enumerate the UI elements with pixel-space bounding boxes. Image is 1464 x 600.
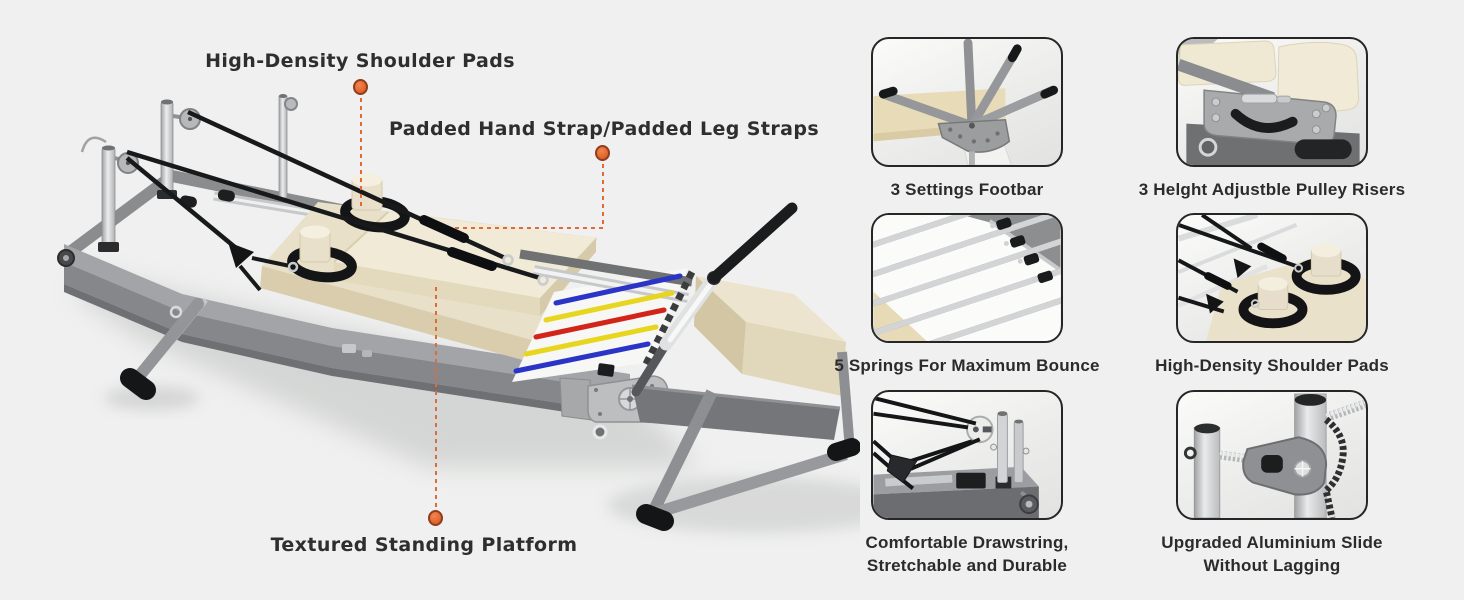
aluminium-slide-thumbnail-image <box>1176 390 1368 520</box>
foot-end-legs <box>636 351 860 531</box>
product-hero: High-Density Shoulder Pads Padded Hand S… <box>57 50 860 556</box>
strap-buckle <box>228 242 254 268</box>
callout-dot <box>428 510 443 526</box>
feature-card-springs: 5 Springs For Maximum Bounce <box>817 213 1117 377</box>
callout-line <box>360 98 362 210</box>
feature-caption: 3 Helght Adjustble Pulley Risers <box>1138 180 1406 199</box>
callout-line <box>435 287 437 508</box>
spring-1 <box>553 273 683 306</box>
feature-caption: 5 Springs For Maximum Bounce <box>834 356 1100 375</box>
feature-caption: Comfortable Drawstring, Stretchable and … <box>865 533 1069 575</box>
callout-dot <box>353 79 368 95</box>
callout-shoulder-pads-label: High-Density Shoulder Pads <box>205 50 515 72</box>
standing-platform <box>631 276 846 440</box>
callout-line <box>455 227 604 229</box>
feature-card-aluminium-slide: Upgraded Aluminium Slide Without Lagging <box>1122 390 1422 577</box>
feature-card-shoulder-pads: High-Density Shoulder Pads <box>1122 213 1422 377</box>
footbar-thumbnail-image <box>871 37 1063 167</box>
pilates-reformer-image <box>57 94 860 533</box>
hand-straps <box>125 109 549 292</box>
front-left-leg <box>120 298 208 400</box>
callout-dot <box>595 145 610 161</box>
callout-straps-label: Padded Hand Strap/Padded Leg Straps <box>388 118 820 140</box>
leg-foot-cap <box>120 368 156 400</box>
feature-caption: Upgraded Aluminium Slide Without Lagging <box>1161 533 1383 575</box>
leg-foot-cap <box>827 438 860 461</box>
feature-caption: High-Density Shoulder Pads <box>1155 356 1389 375</box>
spring-5 <box>513 341 651 374</box>
spring-3 <box>533 307 667 340</box>
shoulder-pads-thumbnail-image <box>1176 213 1368 343</box>
footbar <box>631 202 798 397</box>
springs <box>512 249 696 382</box>
callout-platform-label: Textured Standing Platform <box>270 534 578 556</box>
pulley-risers-thumbnail-image <box>1176 37 1368 167</box>
springs-thumbnail-image <box>871 213 1063 343</box>
feature-card-pulley-risers: 3 Helght Adjustble Pulley Risers <box>1122 37 1422 201</box>
spring-4 <box>523 324 659 357</box>
feature-card-drawstring: Comfortable Drawstring, Stretchable and … <box>817 390 1117 577</box>
drawstring-thumbnail-image <box>871 390 1063 520</box>
spring-2 <box>543 290 675 323</box>
feature-caption: 3 Settings Footbar <box>890 180 1044 199</box>
leg-foot-cap <box>636 504 674 531</box>
callout-line <box>602 164 604 227</box>
feature-card-footbar: 3 Settings Footbar <box>817 37 1117 201</box>
